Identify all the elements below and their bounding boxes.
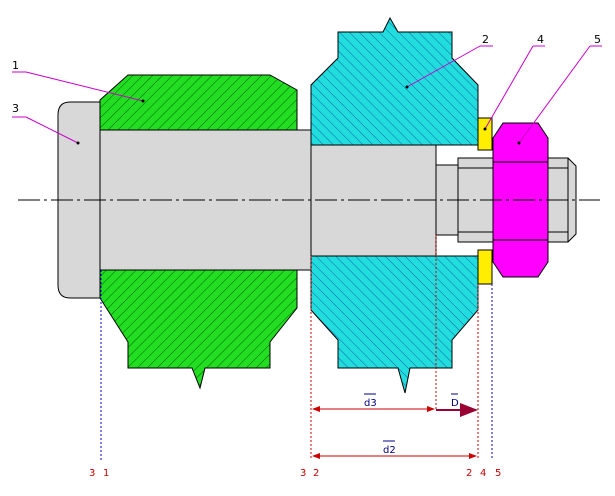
axis-label-3-left: 3	[89, 468, 95, 479]
bottom-axis-labels: 3 1 3 2 2 4 5	[89, 468, 501, 479]
axis-label-3-right: 3	[300, 468, 306, 479]
part-label-2: 2	[482, 33, 489, 46]
part-label-5: 5	[594, 33, 601, 46]
axis-label-2-right: 2	[466, 468, 472, 479]
dimension-d3-label: d3	[364, 398, 377, 409]
dimension-d2: d2	[312, 440, 477, 459]
part-4-washer	[477, 117, 493, 285]
part-1-bottom	[99, 269, 298, 390]
part-1-top	[99, 74, 298, 131]
part-2-cyan-flange	[310, 16, 479, 394]
part-2-bottom	[310, 255, 479, 394]
washer-top	[477, 117, 493, 151]
part-label-1: 1	[12, 59, 19, 72]
part-1-green-flange	[99, 74, 298, 390]
part-label-4: 4	[537, 33, 544, 46]
part-2-top	[310, 16, 479, 146]
dimension-D: D	[436, 393, 478, 417]
axis-label-4: 4	[480, 468, 486, 479]
axis-label-2-left: 2	[313, 468, 319, 479]
axis-label-5: 5	[495, 468, 501, 479]
axis-label-1: 1	[103, 468, 109, 479]
dimension-d3: d3	[312, 393, 435, 412]
part-label-3: 3	[12, 102, 19, 115]
part-leaders: 1 3 2 4 5	[12, 33, 602, 145]
washer-bottom	[477, 249, 493, 285]
dimension-D-label: D	[451, 398, 459, 409]
reference-lines	[100, 235, 493, 460]
dimension-d2-label: d2	[383, 445, 396, 456]
